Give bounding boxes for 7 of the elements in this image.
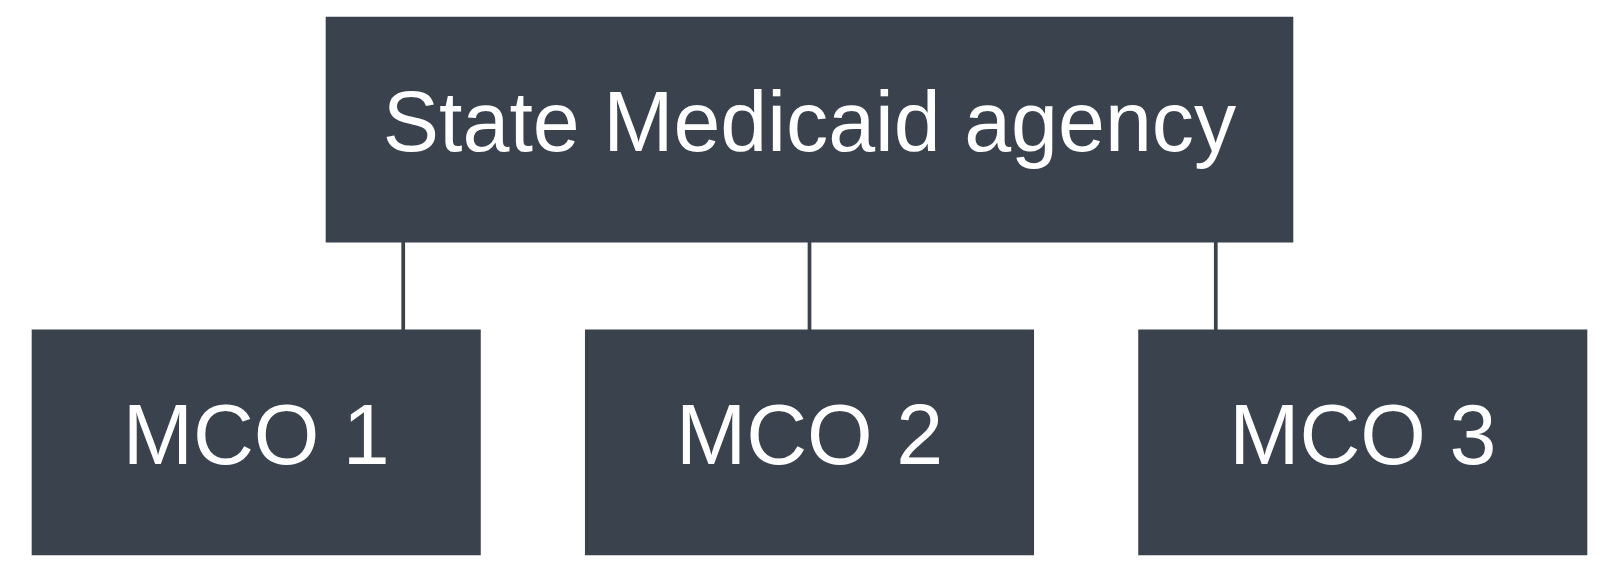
connector xyxy=(400,241,405,331)
node-box: MCO 2 xyxy=(584,329,1034,556)
node-box: MCO 1 xyxy=(31,329,481,556)
connector xyxy=(1213,241,1218,331)
node-box: State Medicaid agency xyxy=(325,16,1293,243)
connector xyxy=(807,241,811,331)
node-box: MCO 3 xyxy=(1137,329,1587,556)
